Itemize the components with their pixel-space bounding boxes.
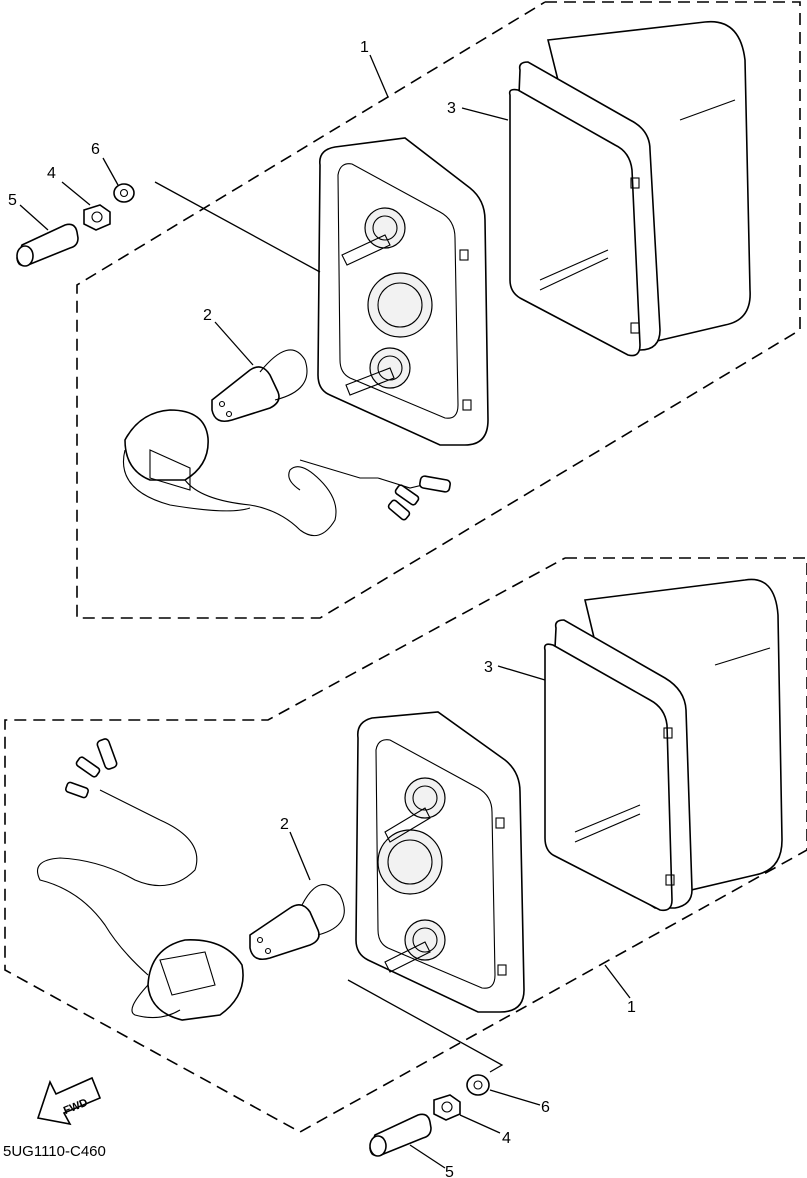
lower-callout-3: 3 — [484, 659, 493, 676]
lower-callout-6: 6 — [541, 1099, 550, 1116]
upper-callout-1: 1 — [360, 39, 369, 56]
upper-housing — [317, 137, 489, 446]
upper-group-outline — [76, 1, 801, 619]
upper-callouts: 1 2 3 4 5 6 — [8, 39, 456, 324]
upper-callout-6: 6 — [91, 141, 100, 158]
upper-callout-2: 2 — [203, 307, 212, 324]
lower-assembly: FWD 1 2 3 4 5 6 5UG1110-C460 — [3, 557, 807, 1178]
lower-callout-2: 2 — [280, 816, 289, 833]
lower-socket-harness — [36, 738, 244, 1021]
lower-group-outline — [4, 557, 807, 1133]
diagram-code: 5UG1110-C460 — [3, 1143, 106, 1160]
lower-callouts: 1 2 3 4 5 6 — [280, 659, 636, 1178]
lower-housing — [355, 711, 525, 1013]
lower-callout-1: 1 — [627, 999, 636, 1016]
lower-lens — [543, 578, 783, 912]
fwd-arrow-icon: FWD — [36, 1076, 102, 1126]
lower-bulb — [249, 884, 345, 961]
lower-leaders — [289, 665, 631, 1169]
upper-socket-harness — [123, 409, 451, 537]
upper-leaders — [19, 54, 509, 366]
upper-callout-5: 5 — [8, 192, 17, 209]
upper-callout-4: 4 — [47, 165, 56, 182]
upper-bulb — [211, 349, 308, 423]
upper-assembly: 1 2 3 4 5 6 — [8, 1, 801, 619]
upper-lens — [508, 20, 751, 357]
upper-hardware — [16, 181, 321, 273]
lower-callout-4: 4 — [502, 1130, 511, 1147]
upper-callout-3: 3 — [447, 100, 456, 117]
lower-hardware — [347, 979, 504, 1157]
lower-callout-5: 5 — [445, 1164, 454, 1178]
